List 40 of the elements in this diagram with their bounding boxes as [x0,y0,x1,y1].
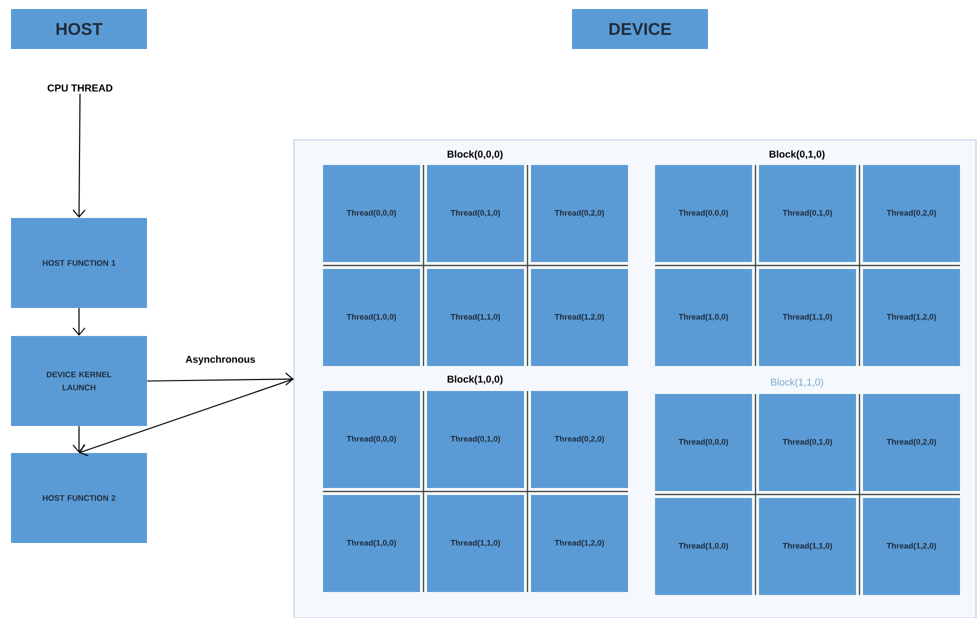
arrow [79,378,294,456]
thread-cell: Thread(1,1,0) [759,269,856,366]
function-box: HOST FUNCTION 2 [11,453,147,543]
thread-cell: Thread(0,0,0) [655,394,752,491]
function-box: HOST FUNCTION 1 [11,218,147,308]
thread-cell: Thread(0,2,0) [531,391,628,488]
thread-cell: Thread(0,2,0) [863,394,960,491]
thread-cell: Thread(0,1,0) [427,165,524,262]
arrow [72,426,86,453]
heading-box: HOST [11,9,147,49]
arrow [147,372,294,386]
thread-cell: Thread(1,1,0) [427,269,524,366]
thread-cell: Thread(0,0,0) [323,165,420,262]
thread-cell: Thread(1,2,0) [863,498,960,595]
block-heading: Block(1,1,0) [771,378,824,388]
thread-cell: Thread(1,0,0) [323,269,420,366]
thread-cell: Thread(0,2,0) [531,165,628,262]
thread-label: CPU THREAD [48,84,112,92]
thread-cell: Thread(1,1,0) [427,495,524,592]
thread-cell: Thread(1,0,0) [655,498,752,595]
thread-cell: Thread(0,0,0) [655,165,752,262]
thread-cell: Thread(1,1,0) [759,498,856,595]
function-box: DEVICE KERNEL LAUNCH [11,336,147,426]
thread-cell: Thread(1,2,0) [531,495,628,592]
thread-cell: Thread(0,1,0) [427,391,524,488]
arrow [72,94,86,218]
thread-cell: Thread(1,0,0) [655,269,752,366]
thread-cell: Thread(0,2,0) [863,165,960,262]
thread-cell: Thread(1,2,0) [863,269,960,366]
edge-label: Asynchronous [186,355,256,365]
block-heading: Block(0,0,0) [448,150,503,160]
block-heading: Block(0,1,0) [770,150,825,160]
thread-cell: Thread(0,1,0) [759,165,856,262]
thread-cell: Thread(1,2,0) [531,269,628,366]
thread-cell: Thread(0,1,0) [759,394,856,491]
heading-box: DEVICE [572,9,708,49]
thread-cell: Thread(0,0,0) [323,391,420,488]
block-heading: Block(1,0,0) [448,375,503,385]
thread-cell: Thread(1,0,0) [323,495,420,592]
arrow [72,308,86,336]
